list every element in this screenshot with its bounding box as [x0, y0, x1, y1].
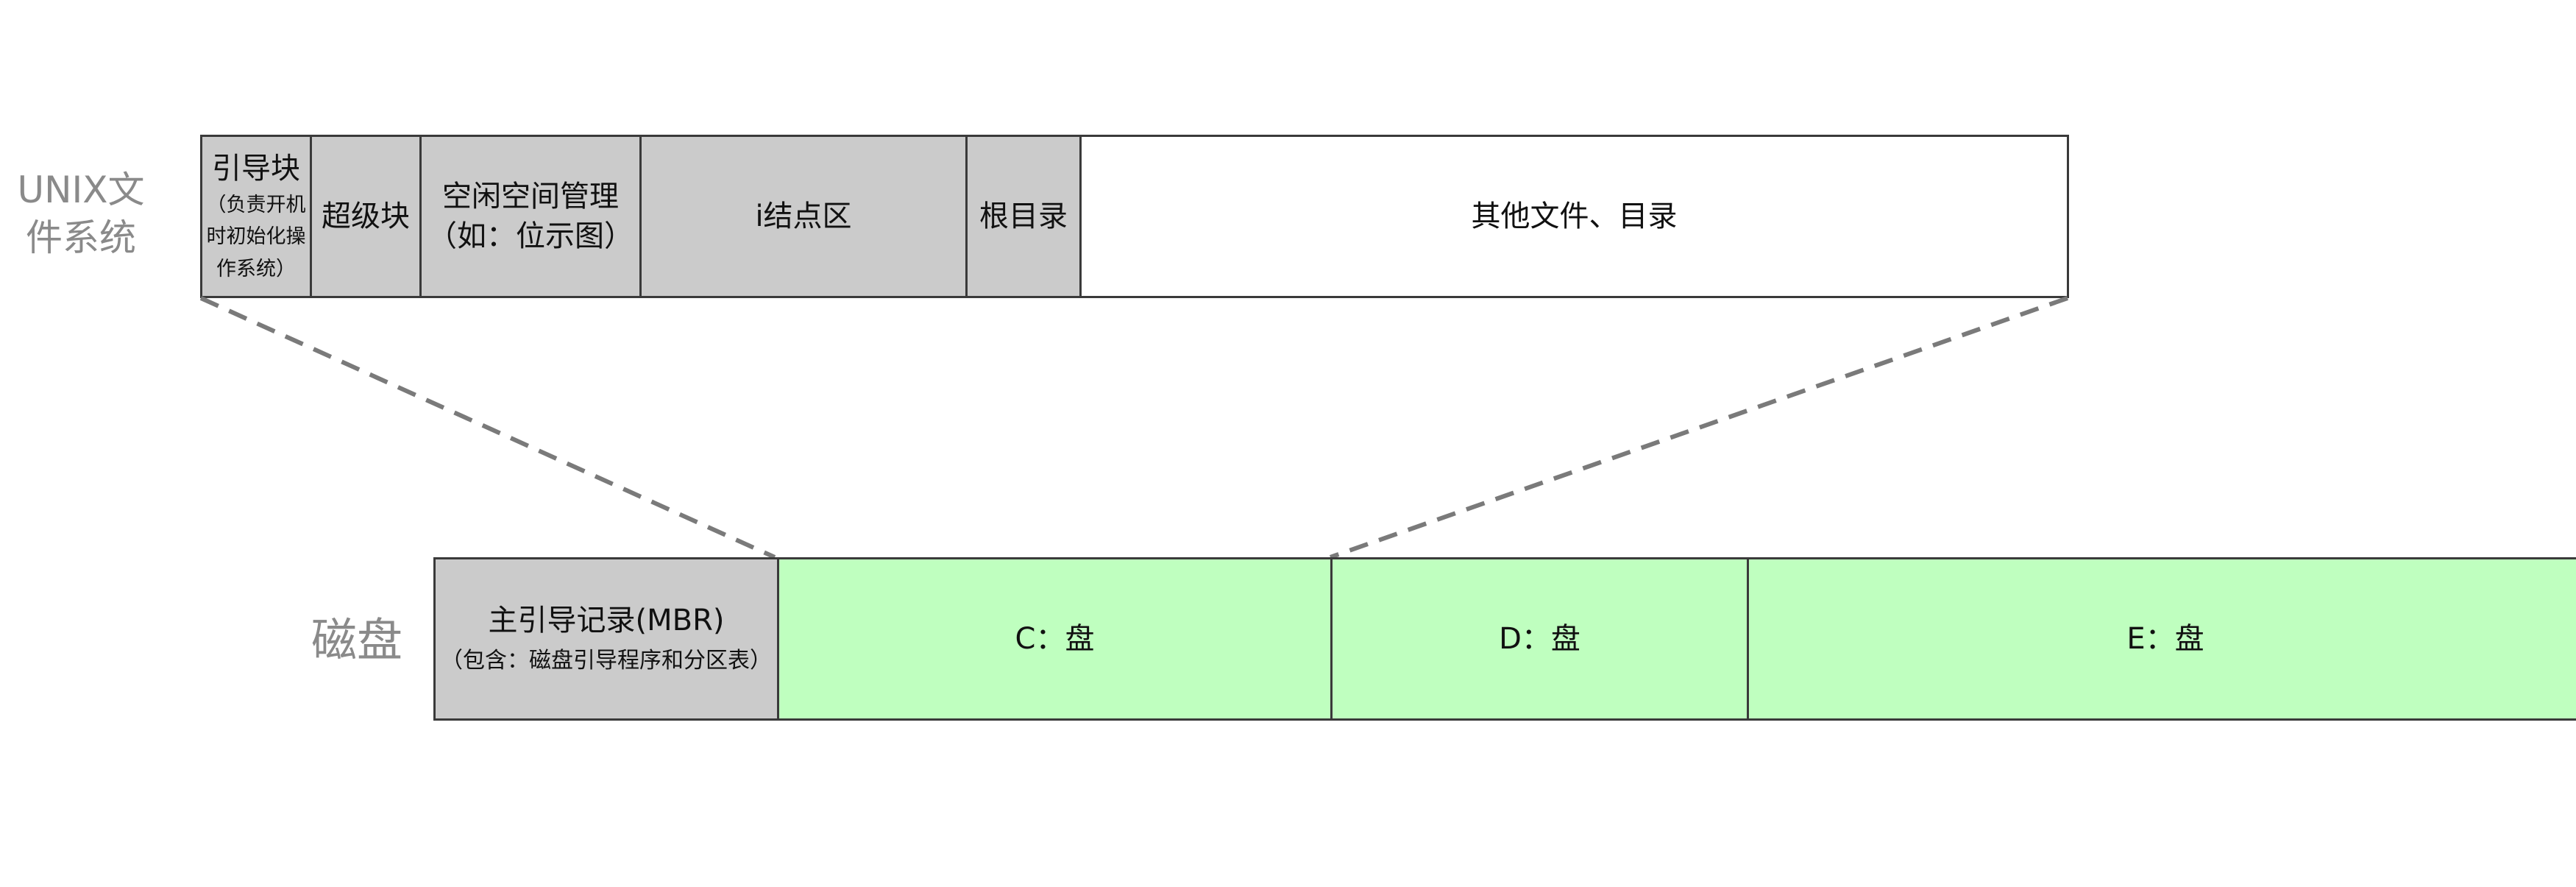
super-block-label: 超级块 [322, 199, 410, 233]
disk-partition-layout: 主引导记录(MBR) （包含：磁盘引导程序和分区表） C：盘 D：盘 E：盘 [433, 557, 2576, 721]
connector-line-left [199, 296, 776, 559]
partition-d-label: D：盘 [1499, 622, 1580, 656]
partition-e: E：盘 [1749, 559, 2576, 718]
partition-c-label: C：盘 [1015, 622, 1095, 656]
free-space-label-line-2: （如：位示图） [427, 219, 634, 253]
free-space-management-block: 空闲空间管理 （如：位示图） [422, 137, 642, 296]
super-block: 超级块 [312, 137, 422, 296]
root-directory-label: 根目录 [979, 199, 1068, 233]
disk-label: 磁盘 [294, 611, 419, 671]
other-files-label: 其他文件、目录 [1471, 199, 1678, 233]
boot-block-title: 引导块 [212, 152, 300, 186]
connector-line-right [1330, 296, 2068, 559]
boot-block-note-line-2: 时初始化操 [206, 225, 306, 249]
boot-block-note-line-3: 作系统） [216, 257, 296, 280]
root-directory-block: 根目录 [968, 137, 1082, 296]
partition-c: C：盘 [779, 559, 1333, 718]
disk-label-text: 磁盘 [311, 613, 402, 667]
unix-fs-layout: 引导块 （负责开机 时初始化操 作系统） 超级块 空闲空间管理 （如：位示图） … [200, 135, 2069, 298]
mbr-label: 主引导记录(MBR) [488, 604, 725, 637]
boot-block-note-line-1: （负责开机 [206, 194, 306, 217]
inode-area-block: i结点区 [642, 137, 968, 296]
partition-e-label: E：盘 [2126, 622, 2204, 656]
unix-fs-label: UNIX文件系统 [0, 166, 162, 262]
free-space-label-line-1: 空闲空间管理 [442, 180, 619, 213]
mbr-note: （包含：磁盘引导程序和分区表） [441, 648, 772, 674]
partition-d: D：盘 [1333, 559, 1749, 718]
other-files-block: 其他文件、目录 [1082, 137, 2067, 296]
inode-area-label: i结点区 [755, 199, 852, 233]
unix-fs-label-text: UNIX文件系统 [17, 169, 145, 259]
mbr-block: 主引导记录(MBR) （包含：磁盘引导程序和分区表） [436, 559, 779, 718]
boot-block: 引导块 （负责开机 时初始化操 作系统） [202, 137, 312, 296]
